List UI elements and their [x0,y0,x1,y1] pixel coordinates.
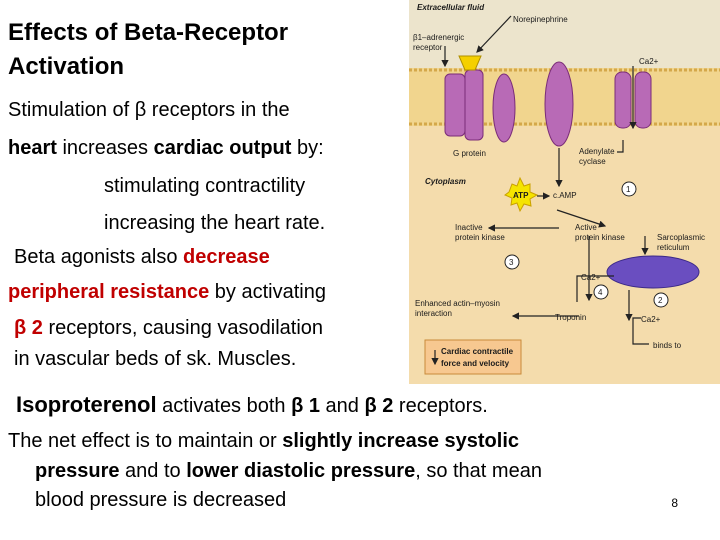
sarcoplasmic-label-1: Sarcoplasmic [657,233,705,242]
para1-text-b: increases [56,137,154,159]
contractile-box [424,339,522,375]
para1-line3: stimulating contractility [104,175,306,197]
para4-text-a: The net effect is to maintain or [8,430,283,452]
contractile-label-2: force and velocity [441,359,510,368]
heart-term: heart [8,137,57,159]
decrease-term: decrease [183,246,270,268]
beta2-term-2: β 2 [364,395,394,417]
atp-burst-icon [504,176,539,213]
para4-line2: pressure and to lower diastolic pressure… [35,459,542,483]
isoproterenol-term: Isoproterenol [16,392,157,417]
step-4-label: 4 [598,288,603,297]
step-2-circle [653,292,669,308]
page-number: 8 [671,496,678,510]
step-4-circle [593,284,609,300]
extracellular-label: Extracellular fluid [417,3,485,12]
troponin-label: Troponin [555,313,586,322]
active-kinase-label-2: protein kinase [575,233,625,242]
para4-text-d: , so that mean [415,460,542,482]
inactive-kinase-label-2: protein kinase [455,233,505,242]
receptor-label-2: receptor [413,43,443,52]
g-protein-shape [492,73,516,143]
lower-diastolic-term: lower diastolic pressure [186,460,416,482]
binds-to-label: binds to [653,341,682,350]
cytoplasm-label: Cytoplasm [425,177,466,186]
step-3-circle [504,254,520,270]
para1-text-d: by: [291,137,324,159]
adenylate-label-2: cyclase [579,157,606,166]
cardiac-output-term: cardiac output [153,137,292,159]
calcium-channel-shape [614,71,652,129]
pressure-term: pressure [35,460,120,482]
adenylate-cyclase-shape [544,61,574,147]
ca-top-label: Ca2+ [639,57,659,66]
beta2-term: β 2 [14,317,43,339]
peripheral-resistance-term: peripheral resistance [8,281,210,303]
contractile-label-1: Cardiac contractile [441,347,514,356]
para3-text-f: receptors. [393,395,488,417]
para2-line4: in vascular beds of sk. Muscles. [14,348,297,370]
active-kinase-label-1: Active [575,223,597,232]
para3-line: Isoproterenol activates both β 1 and β 2… [16,393,488,418]
para1-line2: heart increases cardiac output by: [8,136,324,160]
para4-line1: The net effect is to maintain or slightl… [8,429,519,453]
para2-line1: Beta agonists also decrease [14,245,270,269]
step-2-label: 2 [658,296,663,305]
para1-line4: increasing the heart rate. [104,212,326,234]
adenylate-label-1: Adenylate [579,147,615,156]
para2-text-c: receptors, causing vasodilation [42,317,324,339]
para1-line1: Stimulation of β receptors in the [8,98,290,122]
ca-mid-label: Ca2+ [581,273,601,282]
para2-text-b: by activating [209,281,326,303]
para2-line3: β 2 receptors, causing vasodilation [14,316,323,340]
title-line-1: Effects of Beta-Receptor [8,19,289,46]
norepinephrine-label: Norepinephrine [513,15,568,24]
para3-text-b: activates both [156,395,292,417]
sarcoplasmic-reticulum-shape [606,255,700,289]
para2-text-a: Beta agonists also [14,246,183,268]
para2-line2: peripheral resistance by activating [8,280,326,304]
inactive-kinase-label-1: Inactive [455,223,483,232]
beta1-receptor-shape [444,55,484,141]
slide-title: Effects of Beta-Receptor Activation [8,16,288,84]
para4-text-b: and to [119,460,187,482]
slightly-increase-term: slightly increase systolic [282,430,519,452]
beta1-term: β 1 [291,395,320,417]
beta-receptor-diagram: Extracellular fluid Norepinephrine β1–ad… [409,0,720,384]
norepinephrine-ligand [458,55,482,71]
camp-label: c.AMP [553,191,577,200]
ca-low-label: Ca2+ [641,315,661,324]
atp-label: ATP [513,191,529,200]
step-1-circle [621,181,637,197]
sarcoplasmic-label-2: reticulum [657,243,690,252]
step-1-label: 1 [626,185,631,194]
para4-line3: blood pressure is decreased [35,489,287,511]
para1-text-a: Stimulation of β receptors in the [8,99,290,121]
enhanced-label-1: Enhanced actin–myosin [415,299,500,308]
enhanced-label-2: interaction [415,309,452,318]
receptor-label-1: β1–adrenergic [413,33,464,42]
g-protein-label: G protein [453,149,486,158]
pathway-arrows [431,15,649,366]
title-line-2: Activation [8,53,125,80]
step-3-label: 3 [509,258,514,267]
para3-text-d: and [320,395,365,417]
